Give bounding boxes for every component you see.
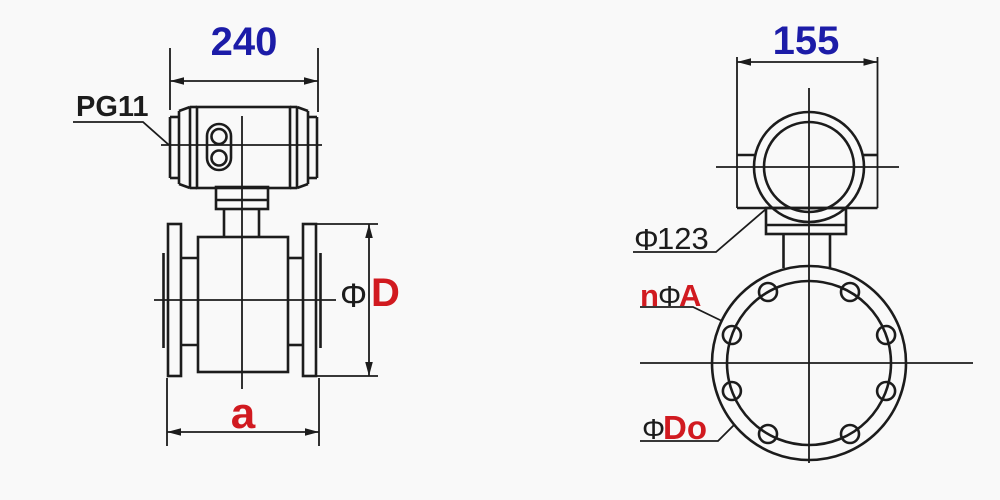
sensor-body [196,235,290,374]
arrowhead-left [170,77,184,85]
dim-240-value: 240 [211,20,278,64]
label-phi-123: Φ 123 [633,208,767,257]
dim-123-value: 123 [657,221,709,256]
neck-collar [764,206,848,236]
arrowhead-left [167,428,181,436]
bolt-dia-letter: A [679,278,701,313]
front-centerlines [154,116,336,389]
side-neck [764,206,848,268]
bolt-hole [875,324,897,346]
arrowhead-right [305,428,319,436]
phi-symbol: Φ [642,414,665,446]
cable-gland-hole [210,149,228,167]
side-view: 155 Φ 123 n Φ A Φ Do [633,19,973,463]
front-view: 240 PG11 Φ D a [73,20,400,446]
phi-symbol: Φ [340,277,367,315]
arrowhead-left [737,58,751,66]
leader-line [640,306,723,322]
label-n-phi-a: n Φ A [640,278,723,322]
housing-box [195,105,292,190]
front-housing [168,105,319,190]
bolt-hole [839,281,861,303]
dimension-240: 240 [169,20,319,112]
right-cap-chamfer-bottom [296,182,309,190]
phi-symbol: Φ [658,281,681,313]
bolt-hole [721,324,743,346]
bolt-circle-letters: Do [663,409,707,446]
bolt-hole [757,423,779,445]
arrowhead-down [365,362,373,376]
dimension-phi-d: Φ D [303,223,400,377]
arrowhead-up [365,224,373,238]
side-housing [736,57,879,224]
side-centerlines [640,88,973,463]
bolt-hole [721,380,743,402]
label-phi-do: Φ Do [640,409,736,446]
phi-symbol: Φ [634,222,659,257]
arrowhead-right [863,58,878,66]
cable-gland-hole [210,127,228,146]
dim-a-value: a [231,389,256,438]
left-cap-chamfer-bottom [178,182,191,190]
arrowhead-right [304,77,318,85]
leader-line [73,121,170,146]
dimension-a: a [166,378,320,446]
dim-d-letter: D [371,271,400,315]
leader-line [633,208,767,253]
bolt-hole [839,423,861,445]
dim-155-value: 155 [773,19,840,63]
bolt-count-n: n [640,278,659,313]
dimension-155: 155 [737,19,878,66]
left-cap-chamfer-top [178,105,191,113]
leader-line [640,423,736,442]
bolt-hole [875,380,897,402]
bolt-hole [757,281,779,303]
cable-gland-boss [205,122,233,172]
label-pg11: PG11 [73,91,170,146]
pg11-text: PG11 [76,91,149,123]
right-cap-chamfer-top [296,105,309,113]
